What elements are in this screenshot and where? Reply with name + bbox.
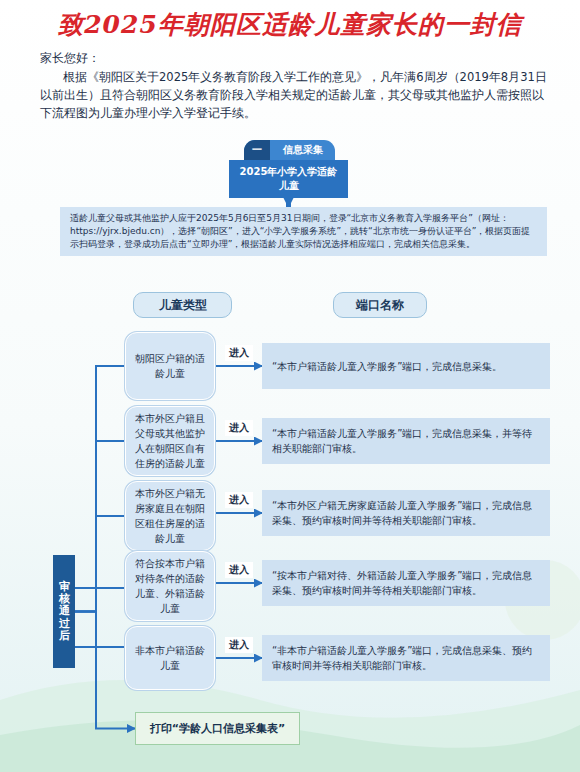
connector <box>215 582 262 584</box>
node-text: 非本市户籍适龄儿童 <box>132 643 208 673</box>
node-text: “按本市户籍对待、外籍适龄儿童入学服务”端口，完成信息采集、预约审核时间并等待相… <box>272 568 540 598</box>
edge-label: 进入 <box>225 562 253 578</box>
child-type-box: 本市外区户籍无房家庭且在朝阳区租住房屋的适龄儿童 <box>125 481 215 551</box>
page-title: 致2025年朝阳区适龄儿童家长的一封信 <box>10 8 570 41</box>
connector <box>75 441 125 612</box>
target-box: 2025年小学入学适龄儿童 <box>229 160 348 198</box>
node-text: 一 <box>244 140 270 160</box>
connector <box>75 587 125 589</box>
child-type-box: 本市外区户籍且父母或其他监护人在朝阳区自有住房的适龄儿童 <box>125 406 215 476</box>
node-text: 本市外区户籍且父母或其他监护人在朝阳区自有住房的适龄儿童 <box>132 411 208 471</box>
node-text: 适龄儿童父母或其他监护人应于2025年5月6日至5月31日期间，登录“北京市义务… <box>70 212 537 251</box>
connector <box>215 657 262 659</box>
connector <box>75 366 125 612</box>
node-text: “非本市户籍适龄儿童入学服务”端口，完成信息采集、预约审核时间并等待相关职能部门… <box>272 643 540 673</box>
port-box: “本市外区户籍无房家庭适龄儿童入学服务”端口，完成信息采集、预约审核时间并等待相… <box>262 490 550 536</box>
column-header: 端口名称 <box>333 292 427 318</box>
port-box: “非本市户籍适龄儿童入学服务”端口，完成信息采集、预约审核时间并等待相关职能部门… <box>262 635 550 681</box>
node-text: “本市户籍适龄儿童入学服务”端口，完成信息采集。 <box>272 359 502 374</box>
instruction-box: 适龄儿童父母或其他监护人应于2025年5月6日至5月31日期间，登录“北京市义务… <box>60 207 547 256</box>
connector <box>75 516 125 612</box>
node-text: 符合按本市户籍对待条件的适龄儿童、外籍适龄儿童 <box>132 556 208 616</box>
review-bar: 审核通过后 <box>53 555 75 668</box>
child-type-box: 朝阳区户籍的适龄儿童 <box>125 332 215 400</box>
connector <box>215 365 262 367</box>
node-text: “本市户籍适龄儿童入学服务”端口，完成信息采集，并等待相关职能部门审核。 <box>272 426 540 456</box>
node-text: “本市外区户籍无房家庭适龄儿童入学服务”端口，完成信息采集、预约审核时间并等待相… <box>272 498 540 528</box>
node-text: 朝阳区户籍的适龄儿童 <box>132 351 208 381</box>
child-type-box: 非本市户籍适龄儿童 <box>125 626 215 690</box>
node-text: 2025年小学入学适龄儿童 <box>235 165 342 193</box>
edge-label: 进入 <box>225 420 253 436</box>
connector <box>215 440 262 442</box>
node-text: 信息采集 <box>270 143 335 157</box>
node-text: 审核通过后 <box>59 581 70 641</box>
port-box: “按本市户籍对待、外籍适龄儿童入学服务”端口，完成信息采集、预约审核时间并等待相… <box>262 560 550 606</box>
port-box: “本市户籍适龄儿童入学服务”端口，完成信息采集，并等待相关职能部门审核。 <box>262 418 550 464</box>
section-tab: 一信息采集 <box>244 140 335 160</box>
print-box: 打印“学龄人口信息采集表” <box>135 712 300 745</box>
node-text: 打印“学龄人口信息采集表” <box>150 721 285 736</box>
connector <box>286 198 291 207</box>
edge-label: 进入 <box>225 637 253 653</box>
connector <box>75 646 125 648</box>
port-box: “本市户籍适龄儿童入学服务”端口，完成信息采集。 <box>262 343 550 389</box>
child-type-box: 符合按本市户籍对待条件的适龄儿童、外籍适龄儿童 <box>125 551 215 621</box>
edge-label: 进入 <box>225 492 253 508</box>
column-header: 儿童类型 <box>133 292 232 318</box>
node-text: 儿童类型 <box>159 297 207 314</box>
node-text: 本市外区户籍无房家庭且在朝阳区租住房屋的适龄儿童 <box>132 486 208 546</box>
edge-label: 进入 <box>225 345 253 361</box>
node-text: 端口名称 <box>356 297 404 314</box>
greeting: 家长您好： <box>40 50 100 67</box>
connector <box>215 512 262 514</box>
intro-paragraph: 根据《朝阳区关于2025年义务教育阶段入学工作的意见》，凡年满6周岁（2019年… <box>40 68 552 122</box>
